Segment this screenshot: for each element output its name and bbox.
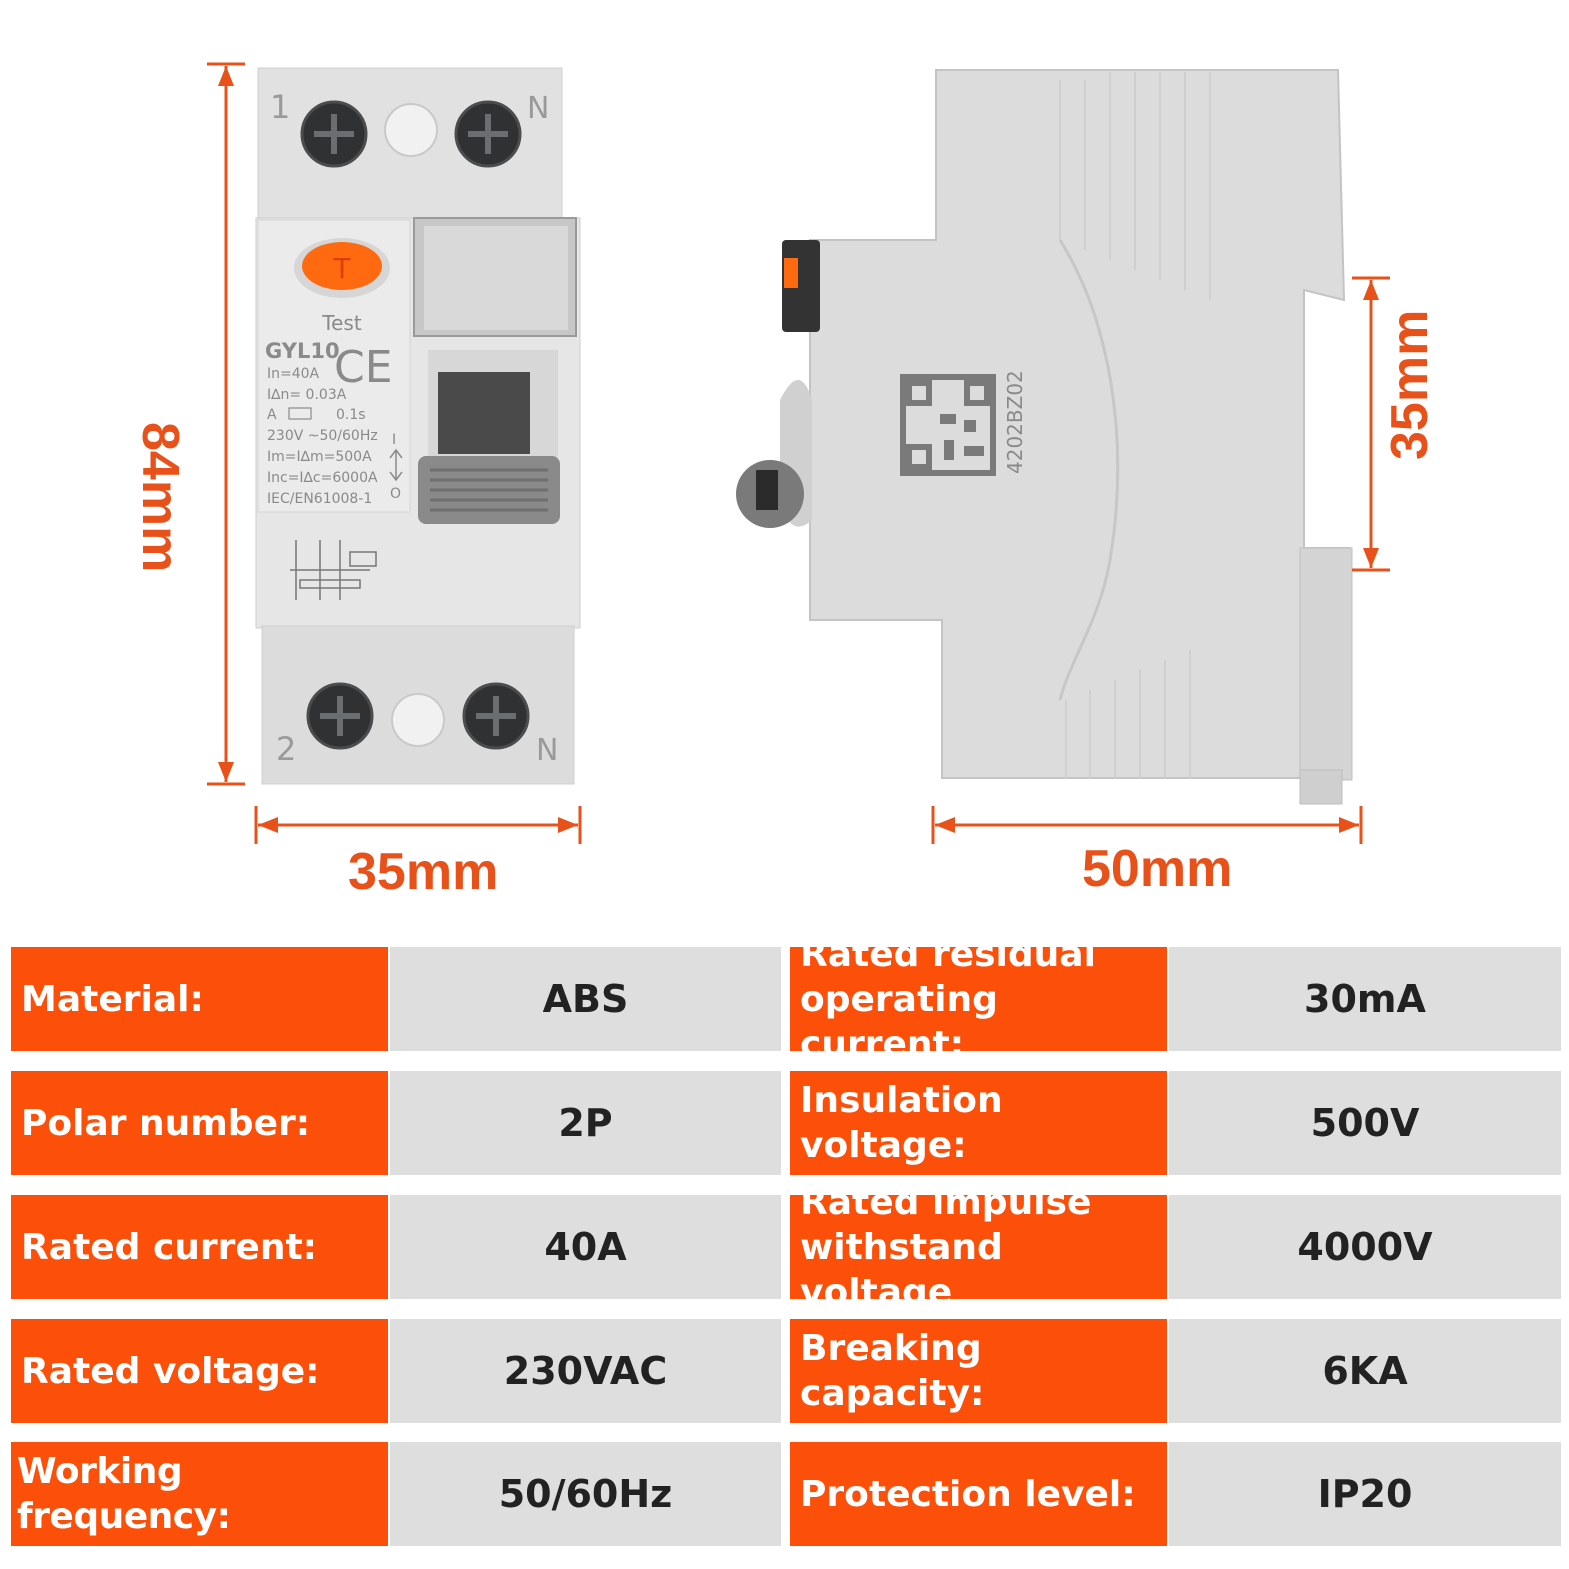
standard-line: IEC/EN61008-1 (267, 491, 372, 507)
type-line: A (267, 407, 277, 423)
spec-row-rated-voltage: Rated voltage: 230VAC (11, 1319, 781, 1423)
spec-row-insulation-voltage: Insulation voltage: 500V (790, 1071, 1561, 1175)
spec-key: Protection level: (790, 1442, 1167, 1546)
spec-key: Polar number: (11, 1071, 388, 1175)
top-terminal-hole (384, 103, 438, 157)
im-line: Im=I∆m=500A (267, 449, 372, 465)
side-toggle-lever (736, 240, 820, 528)
spec-row-material: Material: ABS (11, 947, 781, 1051)
test-label: Test (321, 311, 362, 335)
breaker-side-body (809, 69, 1353, 805)
spec-value: 6KA (1169, 1319, 1561, 1423)
spec-row-residual-current: Rated residual operating current: 30mA (790, 934, 1561, 1065)
depth-dimension-line (931, 806, 1363, 844)
qr-code-icon (900, 374, 996, 476)
rail-height-label: 35mm (1381, 309, 1439, 460)
type-a-symbol-icon (288, 407, 312, 420)
voltage-line: 230V ~50/60Hz (267, 428, 378, 444)
spec-row-breaking-capacity: Breaking capacity: 6KA (790, 1319, 1561, 1423)
rail-dimension-line (1352, 276, 1390, 572)
spec-value: 30mA (1169, 947, 1561, 1051)
up-down-arrow-icon (389, 448, 403, 482)
spec-key: Rated current: (11, 1195, 388, 1299)
spec-row-impulse-voltage: Rated impulse withstand voltage 4000V (790, 1182, 1561, 1313)
height-dimension-label: 84mm (131, 422, 189, 573)
terminal-label-n-bottom: N (536, 733, 558, 768)
spec-value: 2P (390, 1071, 781, 1175)
spec-value: 50/60Hz (390, 1442, 781, 1546)
terminal-label-n-top: N (527, 91, 549, 126)
side-view-illustration: 4202BZ02 (736, 69, 1390, 844)
model-name: GYL10 (265, 339, 340, 363)
front-view-illustration: 1 N 2 N T Test GYL10 CE In=40A I∆n= 0.03… (207, 62, 582, 844)
bottom-screw-left-icon (306, 682, 374, 750)
spec-key: Working frequency: (11, 1442, 388, 1546)
spec-key: Rated voltage: (11, 1319, 388, 1423)
test-button (294, 238, 390, 298)
spec-value: IP20 (1169, 1442, 1561, 1546)
test-button-letter: T (332, 252, 351, 285)
spec-key: Breaking capacity: (790, 1319, 1167, 1423)
toggle-lever (413, 217, 577, 524)
spec-row-protection-level: Protection level: IP20 (790, 1442, 1561, 1546)
side-serial-code: 4202BZ02 (1003, 370, 1027, 474)
bottom-terminal-hole (391, 693, 445, 747)
residual-current-line: I∆n= 0.03A (267, 387, 347, 403)
spec-value: 500V (1169, 1071, 1561, 1175)
terminal-label-2: 2 (276, 730, 296, 768)
terminal-label-1: 1 (270, 88, 290, 126)
spec-row-polar-number: Polar number: 2P (11, 1071, 781, 1175)
side-width-label: 50mm (1082, 840, 1233, 898)
spec-value: 4000V (1169, 1195, 1561, 1299)
top-screw-right-icon (454, 100, 522, 168)
spec-key: Insulation voltage: (790, 1071, 1167, 1175)
switch-off-mark: O (390, 486, 401, 502)
spec-value: 40A (390, 1195, 781, 1299)
height-dimension-line (207, 62, 245, 786)
trip-time-line: 0.1s (336, 407, 366, 423)
rated-current-line: In=40A (267, 366, 320, 382)
top-screw-left-icon (300, 100, 368, 168)
width-dimension-line (254, 806, 582, 844)
spec-key: Material: (11, 947, 388, 1051)
bottom-screw-right-icon (462, 682, 530, 750)
front-width-label: 35mm (348, 843, 499, 901)
spec-row-rated-current: Rated current: 40A (11, 1195, 781, 1299)
ce-mark: CE (334, 342, 393, 393)
spec-value: 230VAC (390, 1319, 781, 1423)
spec-row-working-frequency: Working frequency: 50/60Hz (11, 1442, 781, 1546)
inc-line: Inc=I∆c=6000A (267, 470, 378, 486)
switch-on-mark: I (392, 432, 396, 448)
spec-value: ABS (390, 947, 781, 1051)
wiring-diagram-icon (290, 540, 377, 600)
spec-key: Rated residual operating current: (790, 934, 1167, 1065)
spec-key: Rated impulse withstand voltage (790, 1182, 1167, 1313)
